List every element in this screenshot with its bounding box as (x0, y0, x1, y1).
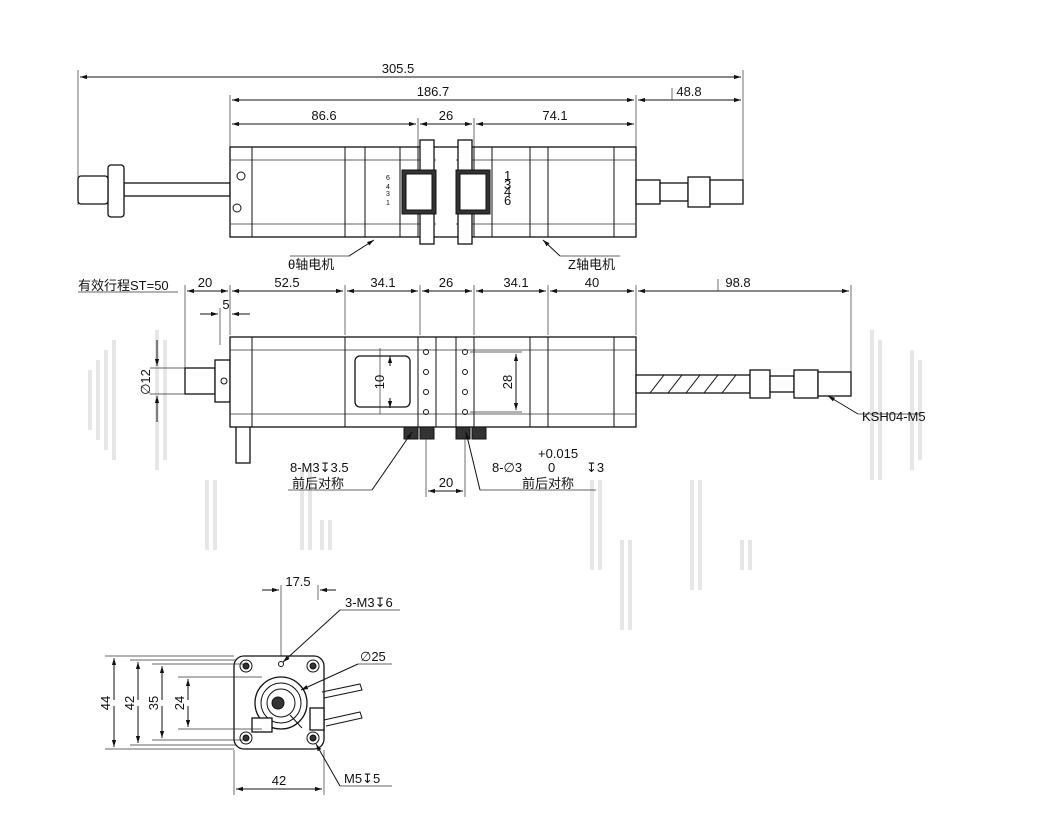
dim-44: 44 (98, 696, 113, 710)
rod-end (77, 175, 109, 205)
dim-42-horizontal: 42 (272, 773, 286, 788)
dim-5: 5 (222, 297, 229, 312)
svg-text:4: 4 (504, 184, 511, 199)
dim-35: 35 (146, 696, 161, 710)
dim-24: 24 (172, 696, 187, 710)
rod-shaft (123, 182, 231, 197)
dim-overall: 305.5 (382, 61, 415, 76)
dim-theta-motor: 86.6 (311, 108, 336, 123)
dim-17-5: 17.5 (285, 574, 310, 589)
label-right-depth: ↧3 (586, 460, 604, 475)
svg-text:6: 6 (386, 175, 390, 182)
dim-body: 186.7 (417, 84, 450, 99)
svg-text:6: 6 (504, 193, 511, 208)
side-body (229, 336, 637, 428)
side-shaft (184, 367, 216, 395)
dim-26-side: 26 (439, 275, 453, 290)
label-phi25: ∅25 (360, 649, 386, 664)
air-fitting (635, 179, 661, 205)
dim-40: 40 (585, 275, 599, 290)
holes-left (423, 349, 429, 415)
svg-text:1: 1 (386, 200, 390, 207)
pins-left: 6 4 3 1 (386, 175, 390, 207)
holes-right (462, 349, 468, 415)
svg-text:3: 3 (504, 177, 511, 192)
label-right-holes-note: 前后对称 (522, 476, 574, 491)
dim-34-1-left: 34.1 (370, 275, 395, 290)
stroke-label: 有效行程ST=50 (78, 278, 169, 293)
dim-98-8: 98.8 (725, 275, 750, 290)
side-view: 有效行程ST=50 20 52.5 34.1 26 34.1 40 98.8 5 (78, 275, 926, 497)
rod-flange (107, 164, 125, 218)
svg-text:1: 1 (504, 168, 511, 183)
dim-z-motor: 74.1 (542, 108, 567, 123)
top-view: 305.5 186.7 48.8 86.6 26 74.1 (77, 61, 744, 272)
label-tol-upper: +0.015 (538, 446, 578, 461)
label-right-holes: 8-∅3 (492, 460, 522, 475)
dim-20-bottom: 20 (439, 475, 453, 490)
dim-phi12: ∅12 (138, 369, 153, 395)
label-fitting: KSH04-M5 (862, 409, 926, 424)
svg-text:3: 3 (386, 191, 390, 198)
label-tol-lower: 0 (548, 460, 555, 475)
end-view: 17.5 44 42 35 (98, 574, 400, 795)
watermark (88, 330, 922, 630)
label-bottom-holes: M5↧5 (344, 771, 380, 786)
dim-28: 28 (500, 375, 515, 389)
dim-52-5: 52.5 (274, 275, 299, 290)
dim-42-vertical: 42 (122, 696, 137, 710)
dim-34-1-right: 34.1 (503, 275, 528, 290)
label-left-holes-note: 前后对称 (292, 476, 344, 491)
label-top-holes: 3-M3↧6 (345, 595, 393, 610)
dim-fitting: 48.8 (676, 84, 701, 99)
dim-center: 26 (439, 108, 453, 123)
label-theta-motor: θ轴电机 (288, 257, 334, 272)
side-window (354, 355, 411, 408)
label-left-holes: 8-M3↧3.5 (290, 460, 349, 475)
dim-20: 20 (198, 275, 212, 290)
pins-right: 1 3 4 6 (504, 168, 511, 208)
label-z-motor: Z轴电机 (568, 257, 615, 272)
svg-text:4: 4 (386, 184, 390, 191)
dim-10: 10 (372, 375, 387, 389)
